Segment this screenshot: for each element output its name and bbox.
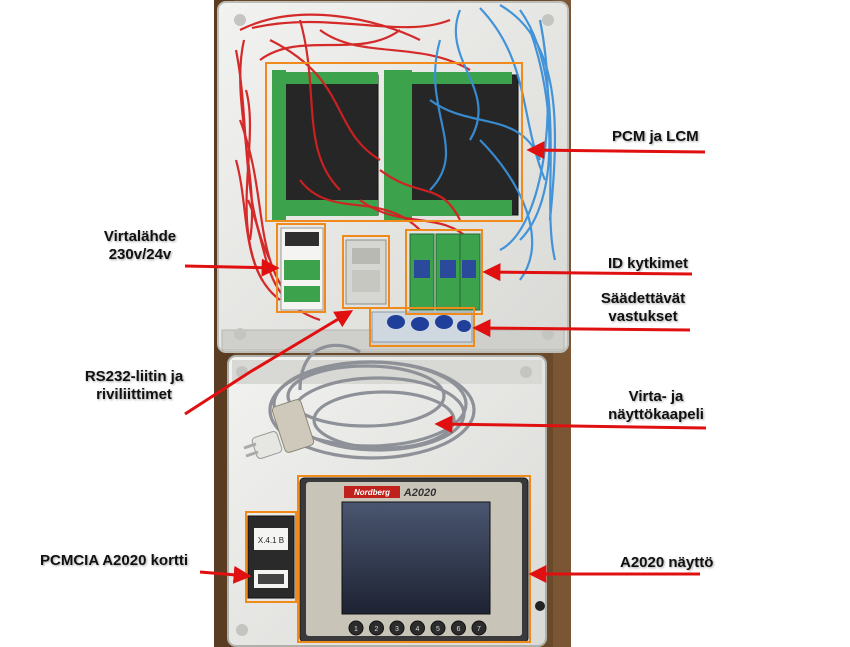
label-power-supply-line1: Virtalähde <box>103 228 177 245</box>
label-rs232-line2: riviliittimet <box>96 386 172 403</box>
blue-wiring <box>429 4 557 281</box>
arrow-resistors <box>472 319 691 338</box>
label-display: A2020 näyttö <box>620 554 714 571</box>
display-buttons: 1 2 3 4 5 6 7 <box>348 620 487 636</box>
label-power-supply: Virtalähde 230v/24v <box>92 228 188 264</box>
display-button-7 <box>471 620 487 636</box>
highlight-id-switches <box>405 229 483 315</box>
pcmcia-card: X.4.1 B <box>247 515 295 599</box>
rs232-terminal-block <box>345 239 387 305</box>
power-display-cable <box>268 343 476 460</box>
id-switch-modules <box>409 233 481 311</box>
display-button-number: 5 <box>436 626 440 633</box>
display-button-number: 1 <box>354 626 358 633</box>
power-supply-unit <box>280 227 324 311</box>
highlight-display <box>297 475 531 643</box>
label-pcm-lcm: PCM ja LCM <box>612 128 699 145</box>
a2020-display-unit: Nordberg A2020 1 2 3 4 5 6 7 <box>299 477 545 643</box>
display-button-6 <box>451 620 466 636</box>
callout-arrows <box>184 141 707 584</box>
highlight-rs232 <box>342 235 390 309</box>
display-button-2 <box>369 620 384 636</box>
adjustable-resistors <box>371 311 473 343</box>
display-button-number: 6 <box>457 626 461 633</box>
pcm-lcm-boards <box>272 70 519 220</box>
display-brand-text: Nordberg <box>354 488 390 497</box>
arrow-pcm-lcm <box>526 141 706 160</box>
highlight-pcm-lcm <box>265 62 523 222</box>
display-model-text: A2020 <box>403 487 437 499</box>
display-button-number: 7 <box>477 626 481 633</box>
display-button-5 <box>430 620 446 636</box>
label-pcmcia: PCMCIA A2020 kortti <box>40 552 189 569</box>
label-id-switches: ID kytkimet <box>608 255 689 272</box>
label-adjustable-line2: vastukset <box>608 308 678 325</box>
label-cable: Virta- ja näyttökaapeli <box>596 388 716 424</box>
label-power-supply-line2: 230v/24v <box>108 246 172 263</box>
display-screen <box>341 501 491 615</box>
display-button-4 <box>410 620 425 636</box>
arrow-pcmcia <box>199 565 252 584</box>
display-button-number: 4 <box>416 626 420 633</box>
arrow-power-supply <box>184 258 280 277</box>
label-cable-line1: Virta- ja <box>628 388 684 405</box>
arrow-rs232 <box>184 310 354 416</box>
label-rs232-line1: RS232-liitin ja <box>84 368 184 385</box>
arrow-id-switches <box>482 263 693 282</box>
highlight-pcmcia <box>245 511 297 603</box>
label-adjustable-resistors: Säädettävät vastukset <box>588 290 698 326</box>
label-cable-line2: näyttökaapeli <box>608 406 704 423</box>
serial-connector <box>243 399 315 459</box>
display-button-number: 2 <box>375 626 379 633</box>
display-button-1 <box>348 620 364 636</box>
pcmcia-card-text: X.4.1 B <box>258 536 284 545</box>
display-button-number: 3 <box>395 626 399 633</box>
arrow-cable <box>434 415 707 434</box>
label-adjustable-line1: Säädettävät <box>600 290 686 307</box>
label-rs232: RS232-liitin ja riviliittimet <box>64 368 204 404</box>
display-button-3 <box>389 620 405 636</box>
